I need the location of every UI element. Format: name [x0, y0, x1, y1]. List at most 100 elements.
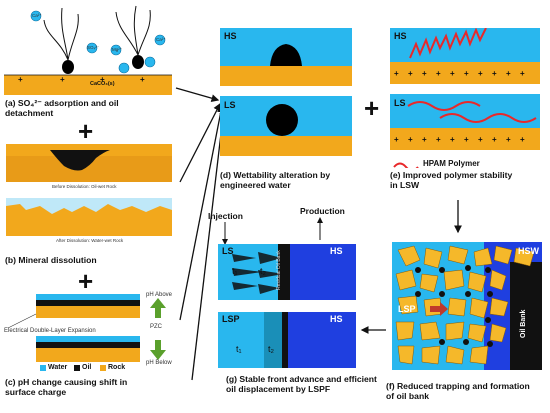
oil-droplet-right: [115, 5, 151, 69]
t1-label-bottom: t₁: [236, 344, 242, 354]
ion-label-3: Mg²⁺: [112, 47, 123, 52]
substrate-label: CaCO₃(s): [90, 81, 115, 87]
ph-below-arrow: [150, 340, 166, 360]
panel-d-illustration: [220, 28, 352, 156]
lsp-oil-front: [282, 312, 288, 368]
polymer-legend-label: HPAM Polymer: [423, 159, 480, 168]
panel-g-caption-line2: oil displacement by LSPF: [226, 384, 331, 394]
panel-a-illustration: + + + +: [4, 5, 172, 95]
t2-label-top: t₂: [260, 266, 266, 276]
polymer-legend-swatch: [393, 162, 419, 168]
trapped-oil-ganglia: [415, 265, 493, 347]
svg-text:+: +: [408, 135, 413, 144]
panel-g-caption: (g) Stable front advance and efficient o…: [226, 374, 377, 394]
panel-e-illustration: ++++++++++ ++++++++++: [390, 28, 540, 168]
svg-text:+: +: [492, 135, 497, 144]
svg-text:+: +: [436, 69, 441, 78]
t1-label-top: t₁: [232, 266, 238, 276]
plus-sign-3: +: [364, 93, 380, 123]
svg-text:+: +: [464, 135, 469, 144]
dissolved-rock: [6, 204, 172, 236]
panel-f-caption-line1: (f) Reduced trapping and formation: [386, 381, 530, 391]
svg-text:+: +: [394, 135, 399, 144]
lsp-label: LSP: [398, 304, 416, 314]
panel-g-bottom-left-label: LSP: [222, 314, 240, 324]
t2-label-bottom: t₂: [268, 344, 274, 354]
svg-text:+: +: [60, 75, 65, 84]
after-dissolution-label: After Dissolution: Water-wet Rock: [56, 238, 124, 243]
viscous-fingers-t2: [258, 252, 284, 294]
svg-text:+: +: [100, 75, 105, 84]
oil-bank-label: Oil Bank: [520, 309, 527, 338]
panel-d-caption-line1: (d) Wettability alteration by: [220, 170, 331, 180]
panel-e-caption-line2: in LSW: [390, 180, 420, 190]
panel-d-caption-line2: engineered water: [220, 180, 291, 190]
residual-oil-bank-label: Residual Oil Bank: [276, 250, 282, 290]
polymer-coiled: [409, 28, 487, 59]
svg-text:+: +: [520, 69, 525, 78]
calcite-substrate: [4, 75, 172, 95]
svg-text:+: +: [492, 69, 497, 78]
lsp-flow-arrow: [430, 302, 448, 316]
svg-text:+: +: [422, 69, 427, 78]
legend-rock: Rock: [108, 364, 126, 371]
svg-text:+: +: [450, 69, 455, 78]
oil-droplet-ls: [266, 104, 298, 136]
oil-droplet-hs: [270, 44, 302, 66]
panel-g-caption-line1: (g) Stable front advance and efficient: [226, 374, 377, 384]
svg-text:+: +: [422, 135, 427, 144]
panel-a-caption-line2: detachment: [5, 108, 54, 118]
svg-text:+: +: [478, 69, 483, 78]
panel-b-illustration: [6, 144, 172, 236]
panel-c-illustration: [7, 294, 166, 371]
svg-text:+: +: [408, 69, 413, 78]
svg-text:+: +: [464, 69, 469, 78]
panel-b-caption: (b) Mineral dissolution: [5, 255, 97, 265]
ph-above-arrow: [150, 298, 166, 318]
svg-text:+: +: [506, 69, 511, 78]
oil-bank-region: [510, 262, 542, 370]
oil-in-pore: [50, 150, 110, 171]
panel-e-ls-label: LS: [394, 98, 406, 108]
pzc-label: PZC: [150, 324, 162, 330]
panel-d-caption: (d) Wettability alteration by engineered…: [220, 170, 330, 190]
viscous-fingers-t1: [232, 254, 262, 290]
svg-text:+: +: [140, 75, 145, 84]
plus-sign-1: +: [78, 116, 94, 146]
panel-b-mineral-dissolution: Before Dissolution: Oil-wet Rock After D…: [0, 140, 180, 250]
svg-text:+: +: [520, 135, 525, 144]
panel-c-ph-surface-charge: pH Above PZC pH Below Electrical Double-…: [0, 290, 180, 413]
svg-text:+: +: [506, 135, 511, 144]
panel-g-top-left-label: LS: [222, 246, 234, 256]
ion-circles: [30, 10, 166, 74]
panel-a-caption-line1: (a) SO₄²⁻ adsorption and oil: [5, 98, 119, 108]
panel-a-sulfate-adsorption: + + + + Ca²⁺ SO₄²⁻ Mg²⁺ Ca²⁺ CaCO₃(s) (a…: [0, 0, 175, 118]
ph-below-label: pH Below: [146, 360, 172, 366]
panel-d-hs-label: HS: [224, 31, 237, 41]
before-dissolution-label: Before Dissolution: Oil-wet Rock: [52, 184, 117, 189]
panel-g-illustration: [218, 244, 356, 368]
oil-droplet-left: [43, 7, 79, 74]
injection-label: Injection: [208, 211, 243, 221]
svg-text:+: +: [394, 69, 399, 78]
panel-d-wettability: HS LS: [220, 28, 360, 168]
rock-grains: [395, 245, 535, 365]
panel-c-caption-line2: surface charge: [5, 387, 67, 397]
svg-text:+: +: [478, 135, 483, 144]
edl-label: Electrical Double-Layer Expansion: [4, 328, 96, 334]
legend-water: Water: [48, 364, 68, 371]
panel-c-caption-line1: (c) pH change causing shift in: [5, 377, 128, 387]
panel-g-top-right-label: HS: [330, 246, 343, 256]
residual-oil-bank: [278, 244, 290, 300]
panel-f-caption-line2: of oil bank: [386, 391, 429, 401]
polymer-extended-2: [439, 113, 537, 123]
legend-rock-swatch: [100, 365, 106, 371]
panel-f-caption: (f) Reduced trapping and formation of oi…: [386, 381, 530, 401]
production-label: Production: [300, 206, 345, 216]
panel-e-hs-label: HS: [394, 31, 407, 41]
plus-sign-2: +: [78, 266, 94, 296]
panel-e-caption-line1: (e) Improved polymer stability: [390, 170, 513, 180]
hsw-label: HSW: [518, 246, 539, 256]
panel-a-caption: (a) SO₄²⁻ adsorption and oil detachment: [5, 98, 175, 118]
